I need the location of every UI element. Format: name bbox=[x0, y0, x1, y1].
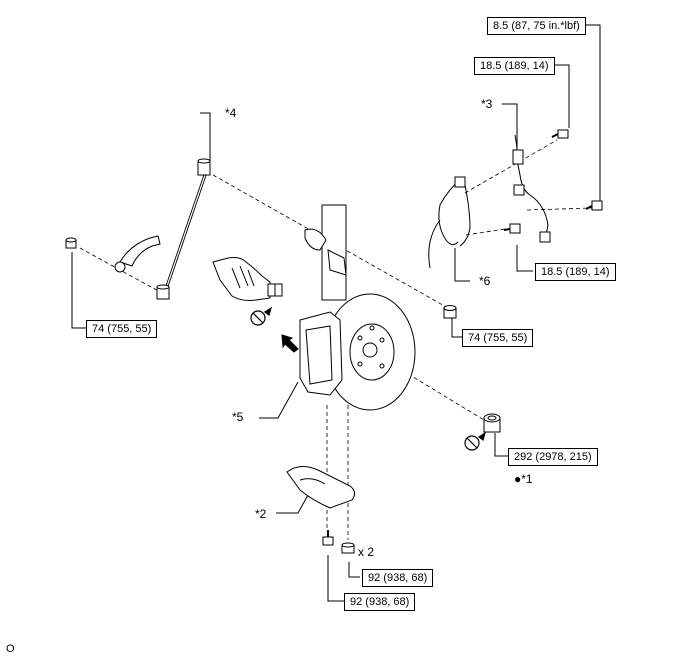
leader-line bbox=[71, 252, 86, 329]
torque-spec-cover-nut: 92 (938, 68) bbox=[362, 569, 434, 587]
leader-line bbox=[502, 103, 518, 150]
alignment-line bbox=[526, 207, 593, 211]
cover-nut bbox=[341, 542, 355, 554]
alignment-line bbox=[465, 228, 506, 236]
torque-spec-cover-bolt: 92 (938, 68) bbox=[344, 593, 416, 611]
leader-line bbox=[494, 433, 508, 457]
drive-shaft-drawing bbox=[212, 257, 283, 301]
leader-line bbox=[583, 24, 601, 205]
axle-nut-drawing bbox=[483, 413, 501, 433]
replace-symbol-axle-nut bbox=[464, 431, 487, 451]
bolt-upper-sensor bbox=[551, 129, 569, 139]
callout-5: *5 bbox=[232, 410, 244, 424]
leader-line bbox=[555, 64, 570, 128]
alignment-line bbox=[464, 139, 558, 194]
caliper-drawing bbox=[299, 311, 343, 396]
speed-sensor-drawing bbox=[512, 134, 551, 243]
leader-line bbox=[327, 555, 344, 602]
footer-code: O bbox=[6, 643, 15, 655]
callout-2: *2 bbox=[255, 507, 267, 521]
cover-bolt bbox=[322, 530, 334, 546]
torque-spec-sensor-upper: 18.5 (189, 14) bbox=[474, 57, 555, 75]
torque-spec-axle-nut: 292 (2978, 215) bbox=[508, 448, 598, 466]
stabilizer-link-drawing bbox=[156, 158, 211, 300]
leader-line bbox=[516, 245, 533, 272]
brake-hose-drawing bbox=[428, 176, 471, 269]
stabilizer-nut-right bbox=[443, 305, 457, 319]
callout-3: *3 bbox=[481, 97, 493, 111]
replace-symbol-driveshaft bbox=[250, 306, 273, 326]
leader-line bbox=[454, 248, 470, 282]
alignment-line bbox=[79, 247, 163, 294]
callout-6: *6 bbox=[479, 274, 491, 288]
torque-spec-bracket-bolt: 8.5 (87, 75 in.*lbf) bbox=[487, 17, 586, 35]
leader-line bbox=[200, 112, 211, 162]
leader-line bbox=[451, 317, 462, 338]
bolt-lower-sensor bbox=[503, 223, 521, 234]
torque-spec-sensor-lower: 18.5 (189, 14) bbox=[535, 263, 616, 281]
stabilizer-bar-drawing bbox=[114, 235, 161, 273]
callout-1: ●*1 bbox=[514, 472, 533, 486]
brake-disc-drawing bbox=[324, 293, 416, 411]
callout-4: *4 bbox=[225, 106, 237, 120]
leader-line bbox=[259, 381, 299, 419]
stabilizer-nut-left bbox=[65, 237, 77, 249]
leader-line bbox=[276, 494, 309, 514]
strut-drawing bbox=[304, 204, 347, 301]
torque-spec-stabilizer-right: 74 (755, 55) bbox=[462, 329, 534, 347]
direction-arrow bbox=[281, 334, 299, 353]
torque-spec-stabilizer-left: 74 (755, 55) bbox=[86, 320, 158, 338]
leader-line bbox=[348, 562, 360, 578]
quantity-label: x 2 bbox=[358, 545, 375, 559]
under-cover-drawing bbox=[286, 466, 356, 509]
bolt-bracket bbox=[585, 200, 603, 211]
